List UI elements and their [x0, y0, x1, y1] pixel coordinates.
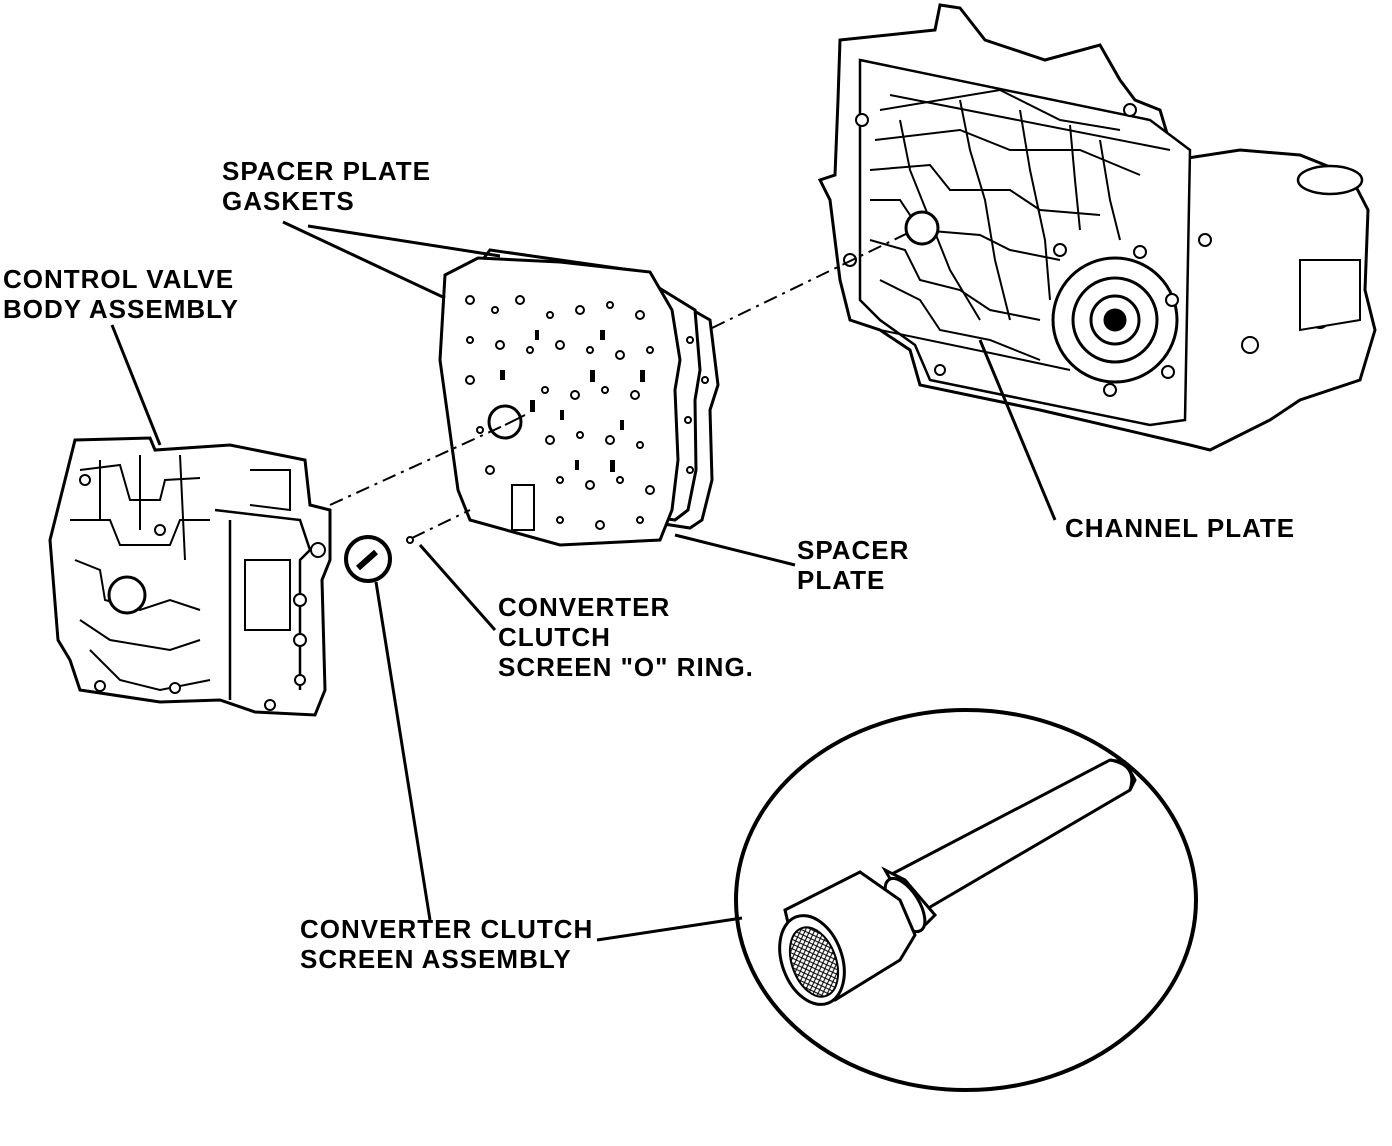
label-line: CLUTCH: [498, 622, 611, 652]
label-line: CONVERTER CLUTCH: [300, 914, 594, 944]
label-line: CONVERTER: [498, 592, 671, 622]
spacer-plate-gaskets: [438, 248, 720, 547]
label-line: PLATE: [797, 565, 886, 595]
label-line: BODY ASSEMBLY: [3, 294, 239, 324]
label-line: CONTROL VALVE: [3, 264, 235, 294]
label-o-ring: CONVERTER CLUTCH SCREEN "O" RING.: [498, 592, 754, 682]
control-valve-body: [48, 436, 332, 717]
screen-assembly-inset: [734, 708, 1198, 1092]
assembly-centerlines: [329, 231, 911, 539]
label-spacer-plate-gaskets: SPACER PLATE GASKETS: [222, 156, 431, 216]
screen-callout-circle: [344, 535, 414, 583]
label-line: SCREEN "O" RING.: [498, 652, 754, 682]
label-line: SPACER PLATE: [222, 156, 431, 186]
leader-lines: [110, 220, 1057, 942]
label-spacer-plate: SPACER PLATE: [797, 535, 909, 595]
label-line: GASKETS: [222, 186, 355, 216]
label-screen-assembly: CONVERTER CLUTCH SCREEN ASSEMBLY: [300, 914, 593, 974]
label-line: SCREEN ASSEMBLY: [300, 944, 572, 974]
label-line: SPACER: [797, 535, 910, 565]
label-control-valve-body: CONTROL VALVE BODY ASSEMBLY: [3, 264, 239, 324]
label-channel-plate: CHANNEL PLATE: [1065, 513, 1296, 543]
transaxle-channel-plate: [817, 3, 1377, 452]
